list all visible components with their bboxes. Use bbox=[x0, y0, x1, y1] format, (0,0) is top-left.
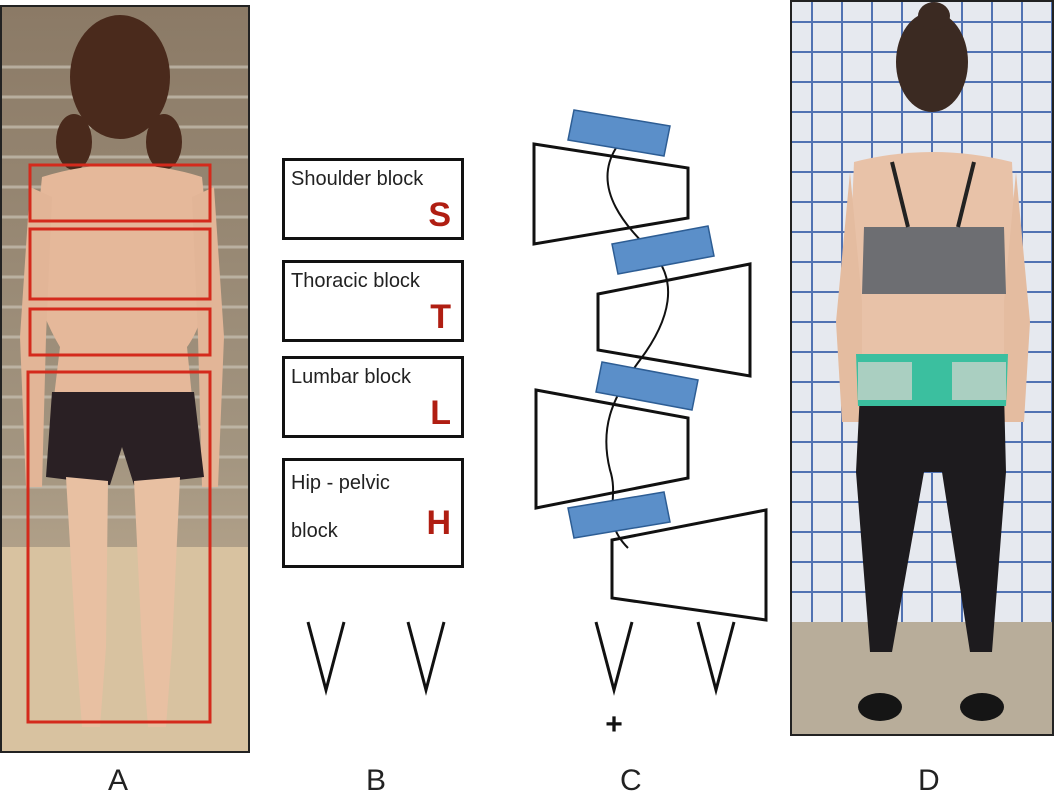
panel-label-c: C bbox=[620, 764, 642, 797]
disc-4 bbox=[567, 491, 671, 539]
photo-panel-d bbox=[790, 0, 1054, 736]
block-letter-label: S bbox=[428, 196, 451, 234]
v-shape-c-left bbox=[594, 621, 634, 696]
block-name-label: Lumbar block bbox=[291, 366, 412, 388]
spine-curve bbox=[605, 147, 670, 549]
pelvic-segment-trapezoid bbox=[610, 508, 768, 622]
v-shape-c-right bbox=[696, 621, 736, 696]
block-name-label: Thoracic block bbox=[291, 270, 420, 292]
block-letter-label: H bbox=[426, 504, 451, 542]
block-letter-label: L bbox=[430, 394, 451, 432]
block-name-label: Hip - pelvic block bbox=[291, 472, 390, 542]
segment-boxes bbox=[26, 163, 212, 724]
block-letter-label: T bbox=[430, 298, 451, 336]
panel-label-d: D bbox=[918, 764, 940, 797]
v-shape-b-left bbox=[306, 621, 346, 696]
brace-photo-illustration bbox=[792, 2, 1052, 734]
disc-3 bbox=[595, 361, 699, 411]
thoracic-block-box: Thoracic block T bbox=[282, 260, 464, 342]
shoulder-block-box: Shoulder block S bbox=[282, 158, 464, 240]
disc-2 bbox=[611, 225, 715, 275]
panel-label-b: B bbox=[366, 764, 387, 797]
segment-diagram: + bbox=[306, 109, 768, 741]
blue-discs bbox=[567, 109, 715, 539]
photo-panel-a bbox=[0, 5, 250, 753]
panel-label-a: A bbox=[108, 764, 129, 797]
lumbar-segment-trapezoid bbox=[534, 388, 690, 510]
block-name-label: Shoulder block bbox=[291, 168, 424, 190]
lumbar-block-box: Lumbar block L bbox=[282, 356, 464, 438]
v-shape-b-right bbox=[406, 621, 446, 696]
thoracic-segment-trapezoid bbox=[596, 262, 752, 378]
back-photo-illustration bbox=[2, 7, 248, 751]
hip-pelvic-block-box: Hip - pelvic block H bbox=[282, 458, 464, 568]
plus-sign: + bbox=[605, 708, 623, 741]
disc-1 bbox=[567, 109, 671, 157]
